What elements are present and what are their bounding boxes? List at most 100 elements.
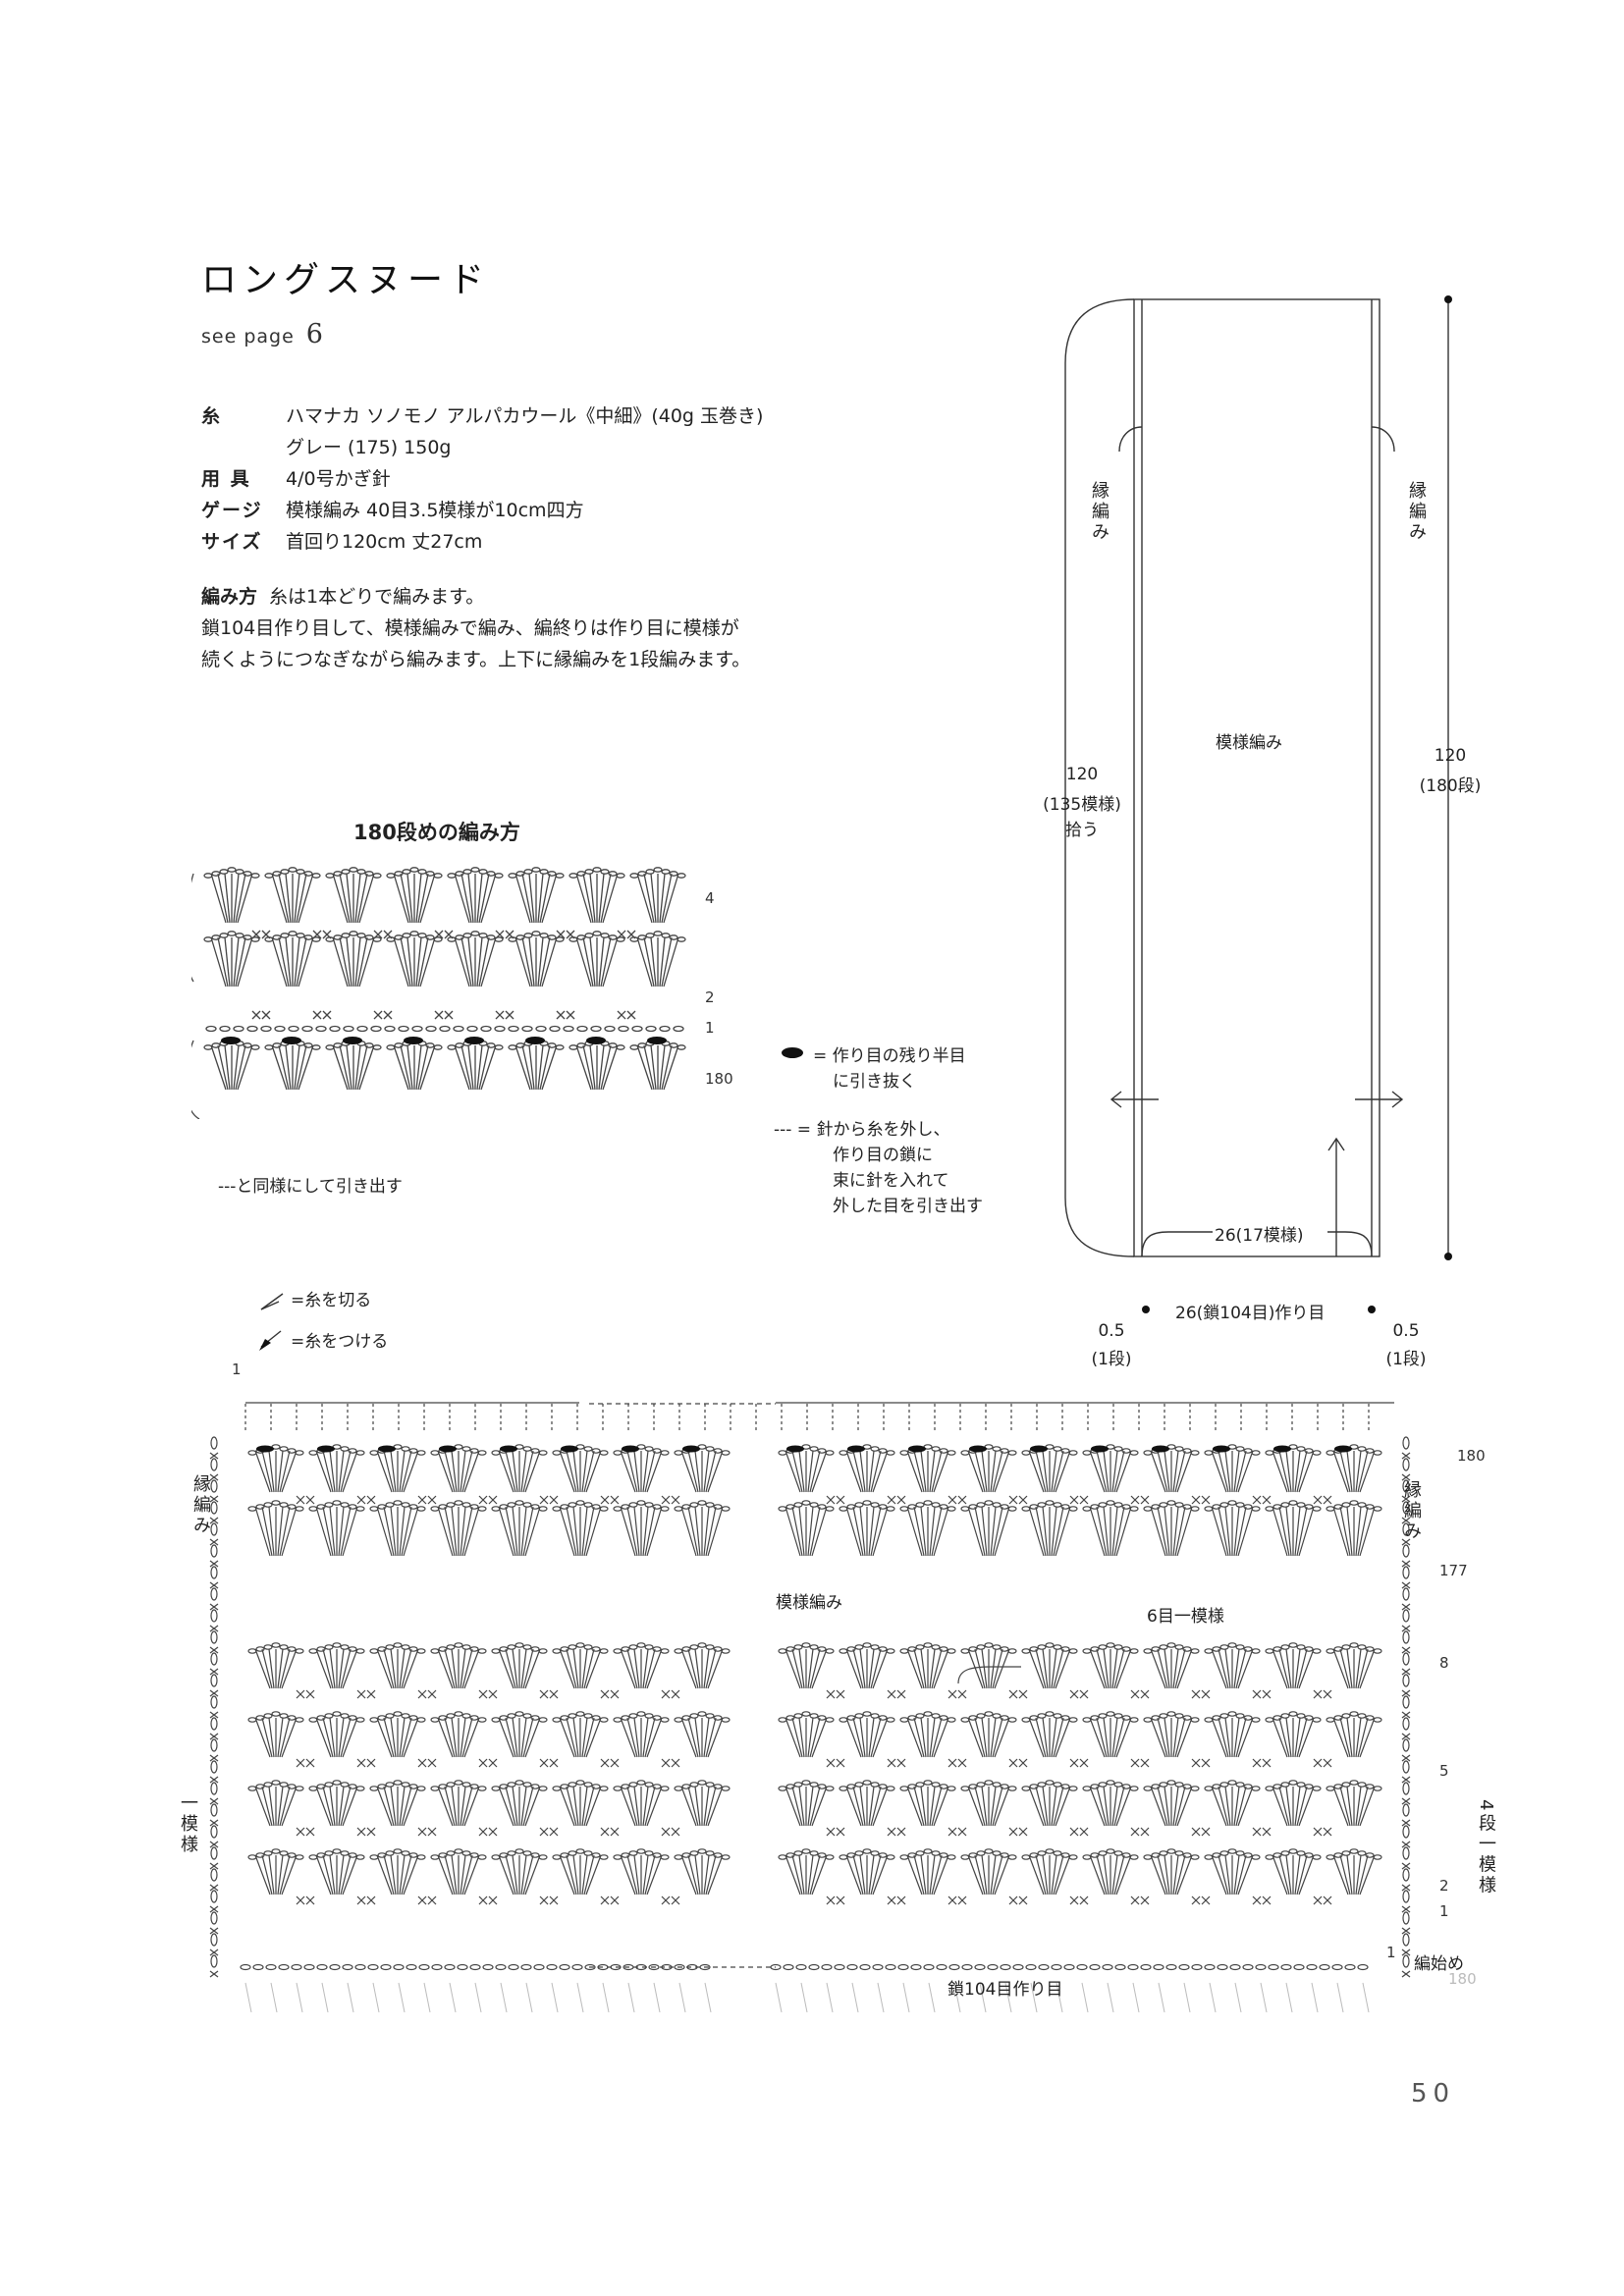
edge-row-c-stitch: [931, 1506, 943, 1557]
pattern-row-stitch: [383, 1854, 395, 1896]
pattern-row-chain: [271, 1711, 281, 1717]
edge-row-c-stitch: [581, 1506, 588, 1557]
pattern-row-stitch: [1346, 1648, 1353, 1689]
pattern-row-stitch: [920, 1717, 927, 1758]
upper-r3-sc: [322, 930, 332, 939]
pattern-row-chain: [247, 1786, 257, 1791]
edge-row-a-chain: [809, 1446, 819, 1452]
foundation-chain: [1319, 1963, 1330, 1971]
pattern-row-stitch: [852, 1648, 864, 1689]
pattern-row-stitch: [967, 1854, 984, 1896]
edge-row-a-chain: [705, 1446, 715, 1452]
pattern-sc-sc: [600, 1689, 610, 1699]
upper-r4-stitch: [650, 873, 657, 924]
foundation-chain: [559, 1963, 570, 1971]
foundation-chain: [1280, 1963, 1292, 1971]
pattern-row-chain: [1113, 1713, 1123, 1719]
upper-r4-chain: [515, 871, 525, 877]
edge-row-c-chain: [454, 1500, 463, 1506]
pattern-row-chain: [1357, 1782, 1367, 1788]
pattern-row-stitch: [785, 1648, 801, 1689]
edge-row-a-chain: [430, 1450, 440, 1456]
method-line: 鎖104目作り目して、模様編みで編み、編終りは作り目に模様が: [201, 617, 739, 639]
edge-row-c-stitch: [1051, 1506, 1057, 1557]
pattern-row-stitch: [581, 1786, 588, 1827]
edge-chain: [1402, 1544, 1410, 1558]
pattern-row-chain: [674, 1854, 683, 1860]
pattern-sc-sc: [600, 1896, 610, 1905]
pattern-row-chain: [1143, 1717, 1153, 1723]
upper-r2-chain: [250, 936, 260, 942]
pattern-row-stitch: [1294, 1786, 1301, 1827]
upper-r4-chain: [402, 869, 411, 875]
foundation-chain: [1076, 1963, 1088, 1971]
edge-row-c-stitch: [401, 1506, 412, 1557]
pattern-row-chain: [401, 1850, 410, 1856]
faint-stitch: [1107, 1982, 1114, 2012]
upper-r180-stitch: [467, 1044, 474, 1091]
edge-row-b-sc: [296, 1495, 305, 1505]
edge-row-c-stitch: [583, 1506, 595, 1557]
pattern-row-chain: [1373, 1648, 1382, 1654]
edge-row-c-chain: [1053, 1502, 1062, 1508]
pattern-row-chain: [247, 1854, 257, 1860]
pattern-row-chain: [1182, 1784, 1192, 1789]
pattern-sc-sc: [478, 1689, 488, 1699]
schematic-margin-right: 0.5: [1392, 1321, 1420, 1341]
upper-r180-stitch: [454, 1044, 470, 1091]
edge-row-c-chain: [1000, 1504, 1009, 1510]
pattern-sc-sc: [1079, 1896, 1089, 1905]
edge-row-c-chain: [984, 1500, 994, 1506]
edge-row-c-stitch: [1278, 1506, 1290, 1557]
faint-stitch: [1209, 1982, 1217, 2012]
pattern-row-chain: [530, 1646, 540, 1652]
edge-row-a-stitch: [687, 1450, 699, 1493]
faint-stitch: [1030, 1982, 1038, 2012]
pattern-row-chain: [469, 1784, 479, 1789]
edge-row-c-stitch: [870, 1506, 882, 1557]
pattern-row-chain: [279, 1850, 289, 1856]
pattern-row-chain: [1021, 1854, 1031, 1860]
schematic-outline: [1133, 298, 1380, 1257]
edge-row-c-stitch: [340, 1506, 352, 1557]
solid-oval: [786, 1445, 804, 1453]
dimension-dot: [1444, 1253, 1452, 1260]
pattern-row-chain: [507, 1713, 516, 1719]
faint-stitch: [953, 1982, 961, 2012]
faint-stitch: [474, 1982, 482, 2012]
pattern-row-stitch: [707, 1717, 724, 1758]
pattern-row-stitch: [1176, 1786, 1193, 1827]
pattern-row-chain: [713, 1715, 723, 1721]
pattern-row-stitch: [1224, 1786, 1231, 1827]
pattern-row-chain: [1219, 1644, 1229, 1650]
pattern-sc-sc: [661, 1827, 671, 1837]
pattern-row-chain: [599, 1648, 609, 1654]
pattern-row-chain: [674, 1786, 683, 1791]
pattern-row-stitch: [1115, 1854, 1132, 1896]
edge-sc: [209, 1689, 219, 1697]
pattern-row-stitch: [524, 1786, 541, 1827]
upper-r4-chain: [235, 869, 244, 875]
upper-r4-stitch: [521, 873, 533, 924]
pattern-row-chain: [839, 1648, 848, 1654]
pattern-row-chain: [899, 1717, 909, 1723]
pattern-row-chain: [340, 1850, 350, 1856]
edge-row-b-sc: [1008, 1495, 1018, 1505]
upper-r2-chain: [280, 933, 290, 938]
pattern-row-stitch: [279, 1786, 291, 1827]
upper-r4-chain: [272, 871, 282, 877]
pattern-row-stitch: [376, 1786, 393, 1827]
pattern-row-chain: [1045, 1642, 1055, 1648]
edge-pointer: [1118, 426, 1143, 453]
pattern-row-stitch: [383, 1648, 395, 1689]
pattern-row-stitch: [1028, 1717, 1045, 1758]
pattern-row-chain: [348, 1646, 357, 1652]
edge-row-c-stitch: [1235, 1506, 1247, 1557]
pattern-row-stitch: [342, 1786, 358, 1827]
pattern-row-chain: [332, 1711, 342, 1717]
upper-r2-chain: [356, 933, 366, 938]
pattern-row-chain: [575, 1711, 585, 1717]
edge-row-a-chain: [1113, 1446, 1123, 1452]
pattern-row-stitch: [1346, 1786, 1353, 1827]
pattern-row-stitch: [566, 1648, 577, 1689]
